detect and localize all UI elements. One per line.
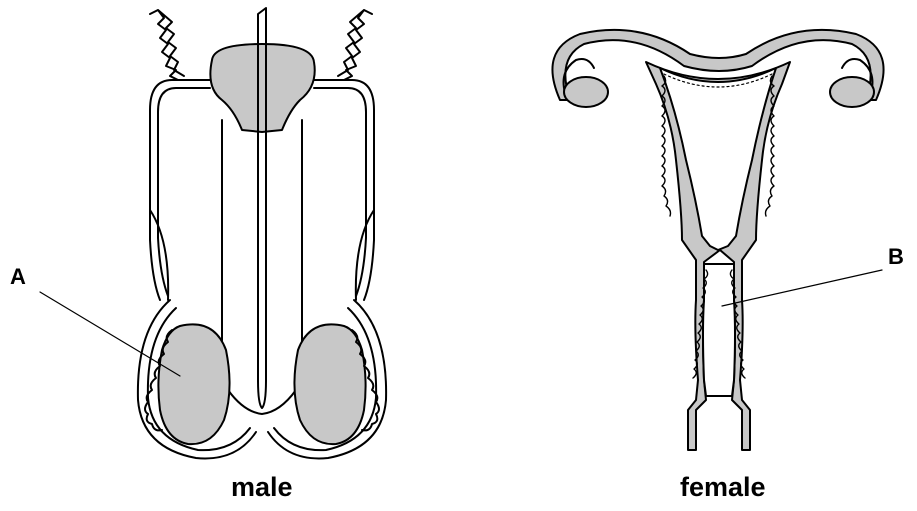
label-a-leader-line (40, 292, 180, 376)
male-caption: male (231, 472, 293, 503)
left-seminal-vesicle (150, 10, 184, 80)
vas-deferens-left-inner (158, 88, 210, 296)
left-testis (158, 324, 229, 444)
vaginal-canal (703, 264, 735, 396)
female-caption: female (680, 472, 766, 503)
left-ovary (564, 77, 608, 107)
right-testis (294, 324, 365, 444)
prostate-gland (210, 44, 314, 132)
label-b: B (888, 244, 904, 270)
female-system-drawing (552, 30, 883, 450)
right-seminal-vesicle (338, 10, 372, 80)
label-b-leader-line (722, 270, 882, 306)
vas-deferens-right-inner (314, 88, 366, 296)
right-ovary (830, 77, 874, 107)
male-system-drawing (40, 8, 386, 458)
penis-outline (221, 120, 303, 414)
label-a: A (10, 264, 26, 290)
